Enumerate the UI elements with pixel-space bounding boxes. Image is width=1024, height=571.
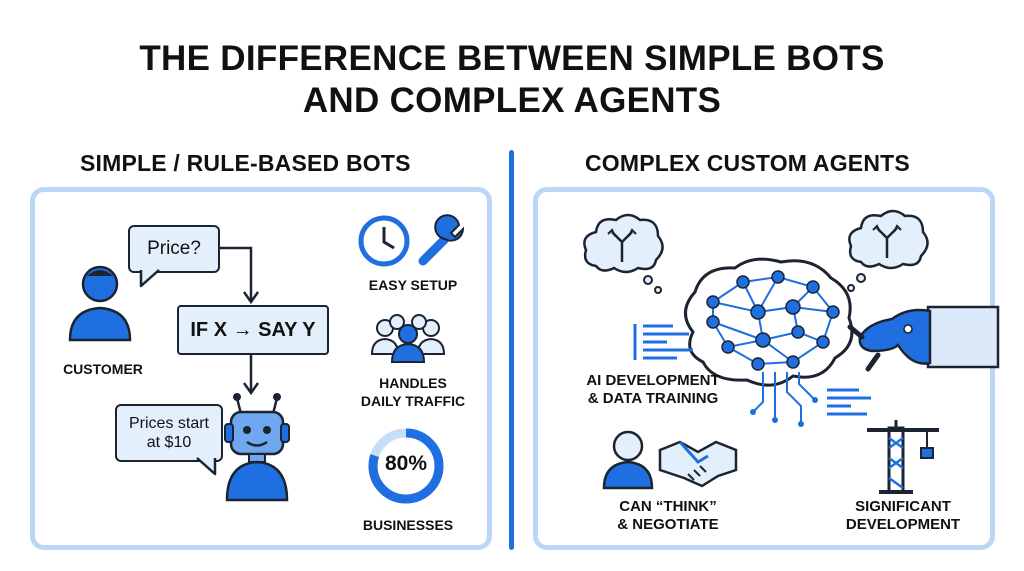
- dev-label-line-1: SIGNIFICANT: [855, 498, 951, 515]
- answer-line-2: at $10: [146, 434, 192, 451]
- code-lines-icon-2: [827, 388, 871, 416]
- ai-label-line-2: & DATA TRAINING: [587, 390, 719, 407]
- traffic-label: HANDLES DAILY TRAFFIC: [348, 374, 478, 410]
- title-line-2: AND COMPLEX AGENTS: [302, 81, 722, 120]
- traffic-label-line-2: DAILY TRAFFIC: [360, 393, 466, 409]
- significant-development-label: SIGNIFICANT DEVELOPMENT: [833, 498, 973, 534]
- title-line-1: THE DIFFERENCE BETWEEN SIMPLE BOTS: [139, 39, 885, 78]
- complex-agents-heading: COMPLEX CUSTOM AGENTS: [585, 150, 910, 176]
- simple-bots-heading: SIMPLE / RULE-BASED BOTS: [80, 150, 411, 176]
- flow-arrow-2: [242, 355, 260, 396]
- simple-bots-panel: Price? CUSTOMER IF X → SAY Y Prices star…: [30, 187, 492, 550]
- percent-value: 80%: [384, 452, 428, 475]
- answer-bubble-tail: [196, 457, 217, 476]
- page-title: THE DIFFERENCE BETWEEN SIMPLE BOTS AND C…: [0, 38, 1024, 122]
- progress-ring-fill: [368, 428, 444, 504]
- think-label-line-2: & NEGOTIATE: [617, 516, 719, 533]
- clock-icon: [358, 215, 410, 267]
- price-bubble-tail: [139, 269, 160, 288]
- ai-development-label: AI DEVELOPMENT & DATA TRAINING: [573, 372, 733, 408]
- robot-icon: [224, 393, 290, 502]
- ai-label-line-1: AI DEVELOPMENT: [586, 372, 720, 389]
- person-icon-2: [602, 430, 654, 490]
- price-answer-bubble: Prices start at $10: [115, 404, 223, 462]
- complex-agents-panel: AI DEVELOPMENT & DATA TRAINING CAN “THIN…: [533, 187, 1000, 550]
- answer-line-1: Prices start: [128, 415, 209, 432]
- dev-label-line-2: DEVELOPMENT: [845, 516, 961, 533]
- circuit-traces: [750, 372, 818, 427]
- price-question-text: Price?: [147, 238, 201, 259]
- rule-box-text: IF X → SAY Y: [190, 318, 316, 341]
- customer-label: CUSTOMER: [63, 361, 143, 377]
- wrench-icon: [418, 214, 465, 266]
- brain-network-icon: [684, 257, 854, 387]
- think-negotiate-label: CAN “THINK” & NEGOTIATE: [588, 498, 748, 534]
- easy-setup-label: EASY SETUP: [368, 277, 458, 293]
- code-lines-icon: [633, 324, 693, 360]
- flow-arrow-1: [220, 246, 260, 305]
- crane-icon: [867, 420, 939, 494]
- robot-hand-icon: [847, 305, 1000, 372]
- progress-ring: [368, 428, 444, 504]
- rule-box: IF X → SAY Y: [177, 305, 329, 355]
- handshake-icon: [658, 440, 738, 488]
- group-icon: [370, 314, 446, 363]
- center-divider: [509, 150, 514, 550]
- think-label-line-1: CAN “THINK”: [619, 498, 717, 515]
- traffic-label-line-1: HANDLES: [379, 375, 447, 391]
- price-question-bubble: Price?: [128, 225, 220, 273]
- thought-cloud-icon-2: [847, 209, 929, 292]
- businesses-label: BUSINESSES: [362, 517, 454, 533]
- thought-cloud-icon: [583, 213, 664, 294]
- person-icon: [68, 265, 132, 342]
